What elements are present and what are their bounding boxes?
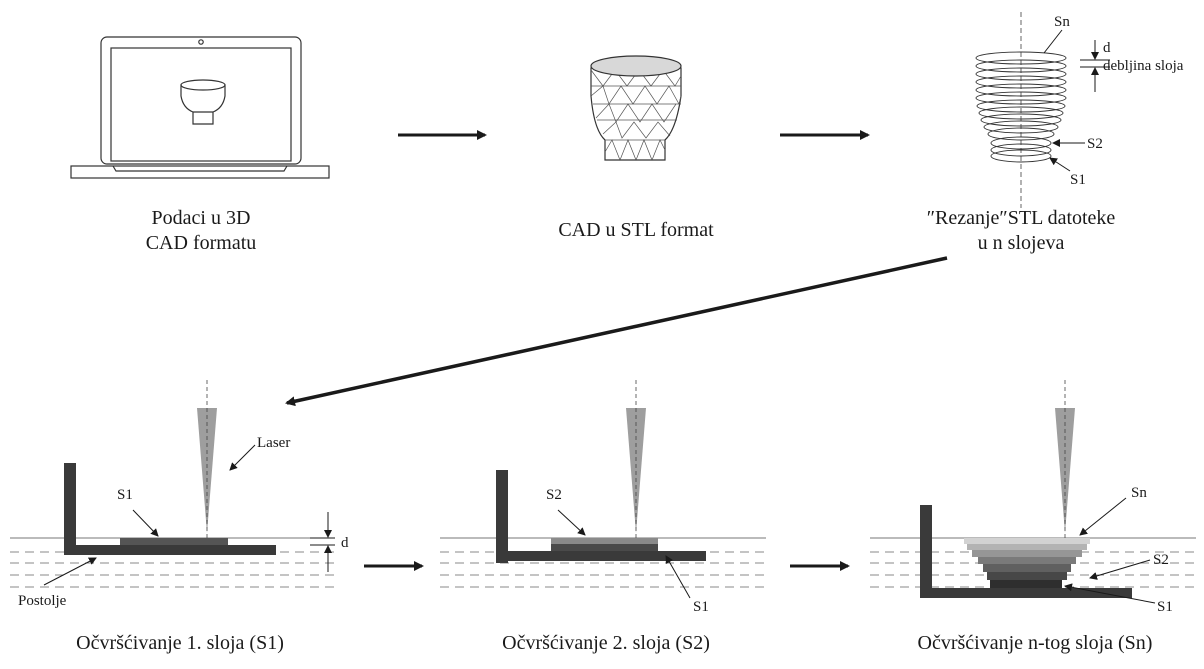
sliced-model-icon <box>975 12 1067 208</box>
stepn-label-sn: Sn <box>1131 485 1147 501</box>
caption-step2: Očvršćivanje 2. sloja (S2) <box>502 632 710 654</box>
caption-step1: Očvršćivanje 1. sloja (S1) <box>76 632 284 654</box>
step2-scene <box>440 380 766 599</box>
label-platform: Postolje <box>18 593 67 609</box>
label-laser: Laser <box>257 435 290 451</box>
stepn-scene <box>870 380 1196 604</box>
step2-label-s1: S1 <box>693 599 709 615</box>
label-s2: S2 <box>1087 136 1103 152</box>
laptop-icon <box>70 36 330 179</box>
label-layer-thickness: debljina sloja <box>1103 58 1184 74</box>
caption-stepn: Očvršćivanje n-tog sloja (Sn) <box>917 632 1153 654</box>
caption-cad: Podaci u 3D CAD formatu <box>101 206 301 256</box>
caption-slicing: ″Rezanje″STL datoteke u n slojeva <box>906 206 1136 256</box>
caption-stl: CAD u STL format <box>558 219 714 241</box>
sliced-annotations <box>1043 29 1110 172</box>
step1-label-s1: S1 <box>117 487 133 503</box>
label-sn: Sn <box>1054 14 1070 30</box>
stepn-label-s1: S1 <box>1157 599 1173 615</box>
label-s1: S1 <box>1070 172 1086 188</box>
caption-cad-line1: Podaci u 3D <box>151 207 251 229</box>
stepn-label-s2: S2 <box>1153 552 1169 568</box>
cad-model-icon <box>180 79 226 125</box>
caption-cad-line2: CAD formatu <box>145 232 257 254</box>
step1-scene <box>10 380 335 588</box>
stl-mesh-icon <box>590 55 682 161</box>
arrow-slicing-to-printing <box>285 256 948 407</box>
caption-slicing-line1: ″Rezanje″STL datoteke <box>926 207 1116 229</box>
step2-label-s2: S2 <box>546 487 562 503</box>
step1-label-d: d <box>341 535 349 551</box>
label-d: d <box>1103 40 1111 56</box>
caption-slicing-line2: u n slojeva <box>977 232 1065 254</box>
